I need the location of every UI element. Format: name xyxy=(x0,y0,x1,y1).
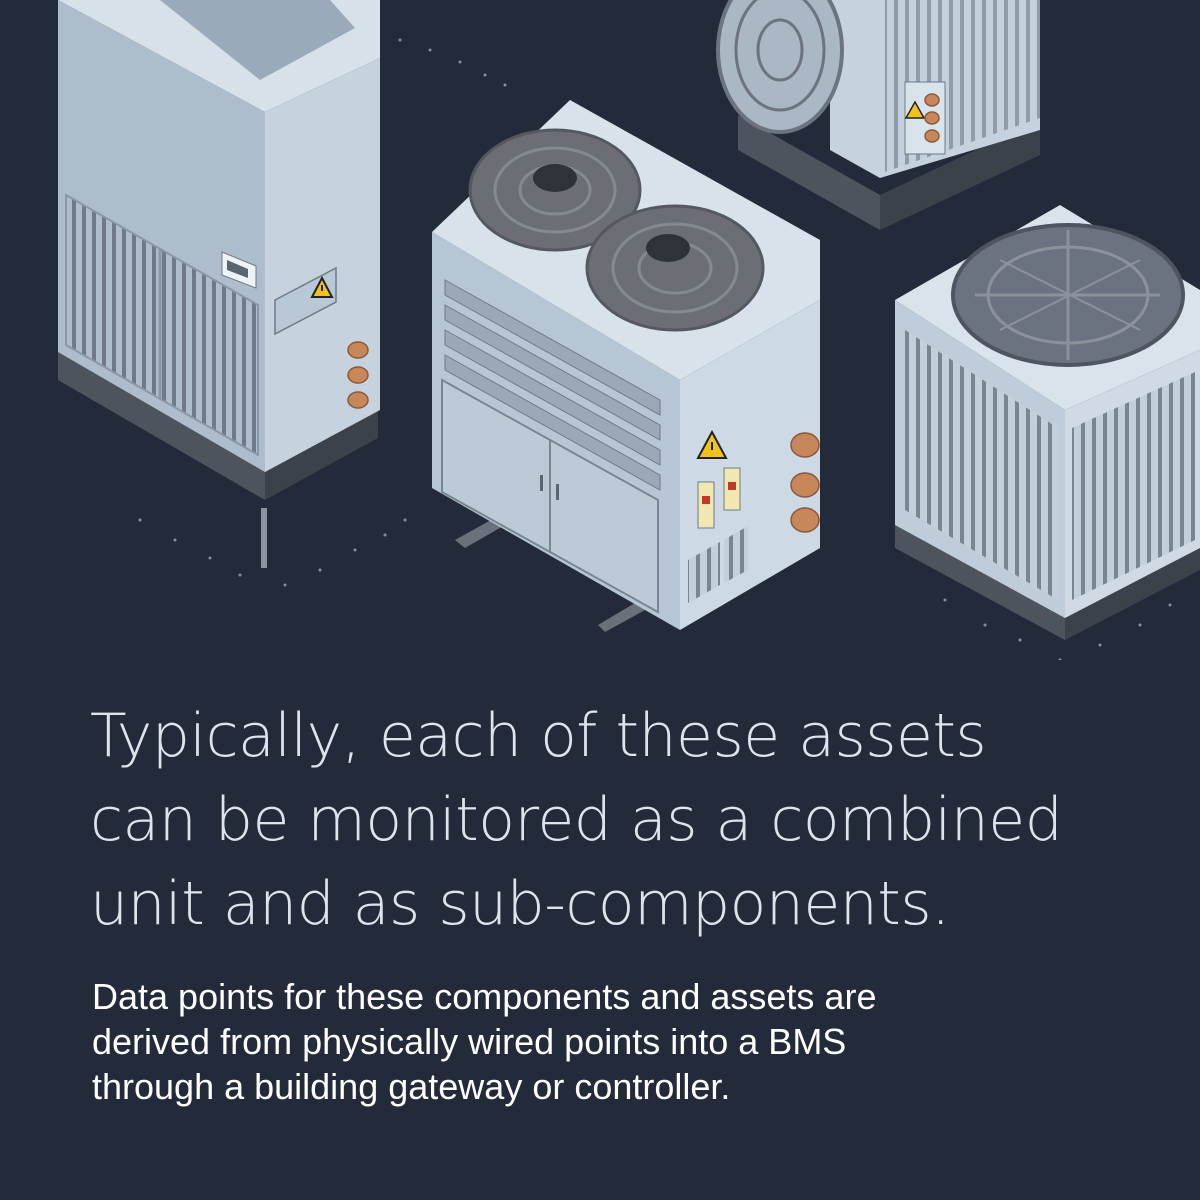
headline: Typically, each of these assets can be m… xyxy=(90,694,1130,946)
fan-icon xyxy=(951,223,1185,367)
fan-icon xyxy=(716,0,844,134)
body-line: derived from physically wired points int… xyxy=(92,1021,847,1062)
rooftop-condenser-unit xyxy=(895,205,1200,640)
axial-fan-unit xyxy=(716,0,1040,230)
headline-line: can be monitored as a combined xyxy=(90,785,1063,855)
floor-dots xyxy=(138,38,1172,660)
control-panel-icon xyxy=(221,251,257,289)
warning-icon xyxy=(696,429,728,459)
fan-icon xyxy=(585,204,765,332)
copper-pipes xyxy=(347,341,369,409)
headline-line: Typically, each of these assets xyxy=(90,701,987,771)
copper-pipes xyxy=(790,432,820,533)
warning-icon xyxy=(904,100,926,119)
warning-icon xyxy=(310,275,334,298)
headline-line: unit and as sub-components. xyxy=(90,869,950,939)
condensing-unit-twin-fan xyxy=(432,100,820,632)
body-line: Data points for these components and ass… xyxy=(92,976,877,1017)
body-line: through a building gateway or controller… xyxy=(92,1066,731,1107)
hvac-assets-illustration xyxy=(58,0,1200,660)
indoor-air-handler-unit xyxy=(58,0,380,568)
body-text: Data points for these components and ass… xyxy=(92,974,1132,1109)
fan-icon xyxy=(468,128,642,252)
